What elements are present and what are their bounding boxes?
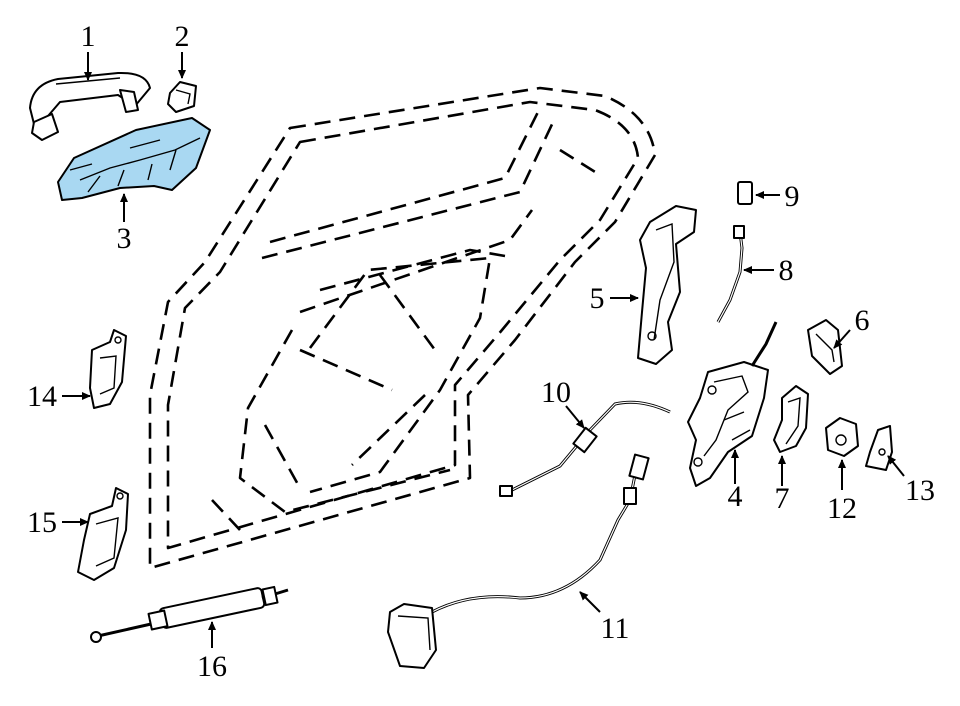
callout-8: 8 — [779, 254, 794, 287]
part-12-striker[interactable] — [825, 417, 859, 457]
callout-9: 9 — [785, 180, 800, 213]
callout-12: 12 — [827, 492, 857, 525]
callout-10: 10 — [541, 376, 571, 409]
part-2-handle-cap[interactable] — [167, 81, 197, 113]
callout-2: 2 — [175, 20, 190, 53]
part-5-bracket[interactable] — [637, 205, 697, 365]
part-8-lock-rod[interactable] — [716, 225, 745, 323]
callout-11: 11 — [601, 612, 630, 645]
callout-15: 15 — [27, 506, 57, 539]
part-13-plate[interactable] — [865, 425, 893, 471]
door-outline — [148, 86, 657, 570]
leader-lines — [62, 52, 905, 648]
callout-4: 4 — [728, 480, 743, 513]
callout-14: 14 — [27, 380, 57, 413]
callout-6: 6 — [855, 304, 870, 337]
part-16-check-strap[interactable] — [90, 585, 289, 643]
callout-13: 13 — [905, 474, 935, 507]
part-11-actuator-cable[interactable] — [387, 453, 650, 669]
callout-numbers: 1 2 3 4 5 6 7 8 9 10 11 12 13 14 15 16 — [27, 20, 935, 683]
part-7-bracket[interactable] — [773, 385, 809, 453]
part-9-lock-knob[interactable] — [737, 181, 753, 205]
part-15-lower-hinge[interactable] — [77, 487, 129, 581]
part-3-fill — [57, 117, 211, 201]
callout-5: 5 — [590, 282, 605, 315]
callout-7: 7 — [775, 482, 790, 515]
part-4-door-latch[interactable] — [687, 321, 778, 487]
part-14-upper-hinge[interactable] — [89, 329, 127, 409]
part-3-handle-carrier[interactable] — [57, 117, 211, 201]
part-10-release-cable[interactable] — [499, 400, 671, 497]
callout-3: 3 — [117, 222, 132, 255]
callout-16: 16 — [197, 650, 227, 683]
part-6-cover[interactable] — [807, 319, 843, 375]
callout-1: 1 — [81, 20, 96, 53]
part-1-outside-handle[interactable] — [29, 71, 151, 141]
